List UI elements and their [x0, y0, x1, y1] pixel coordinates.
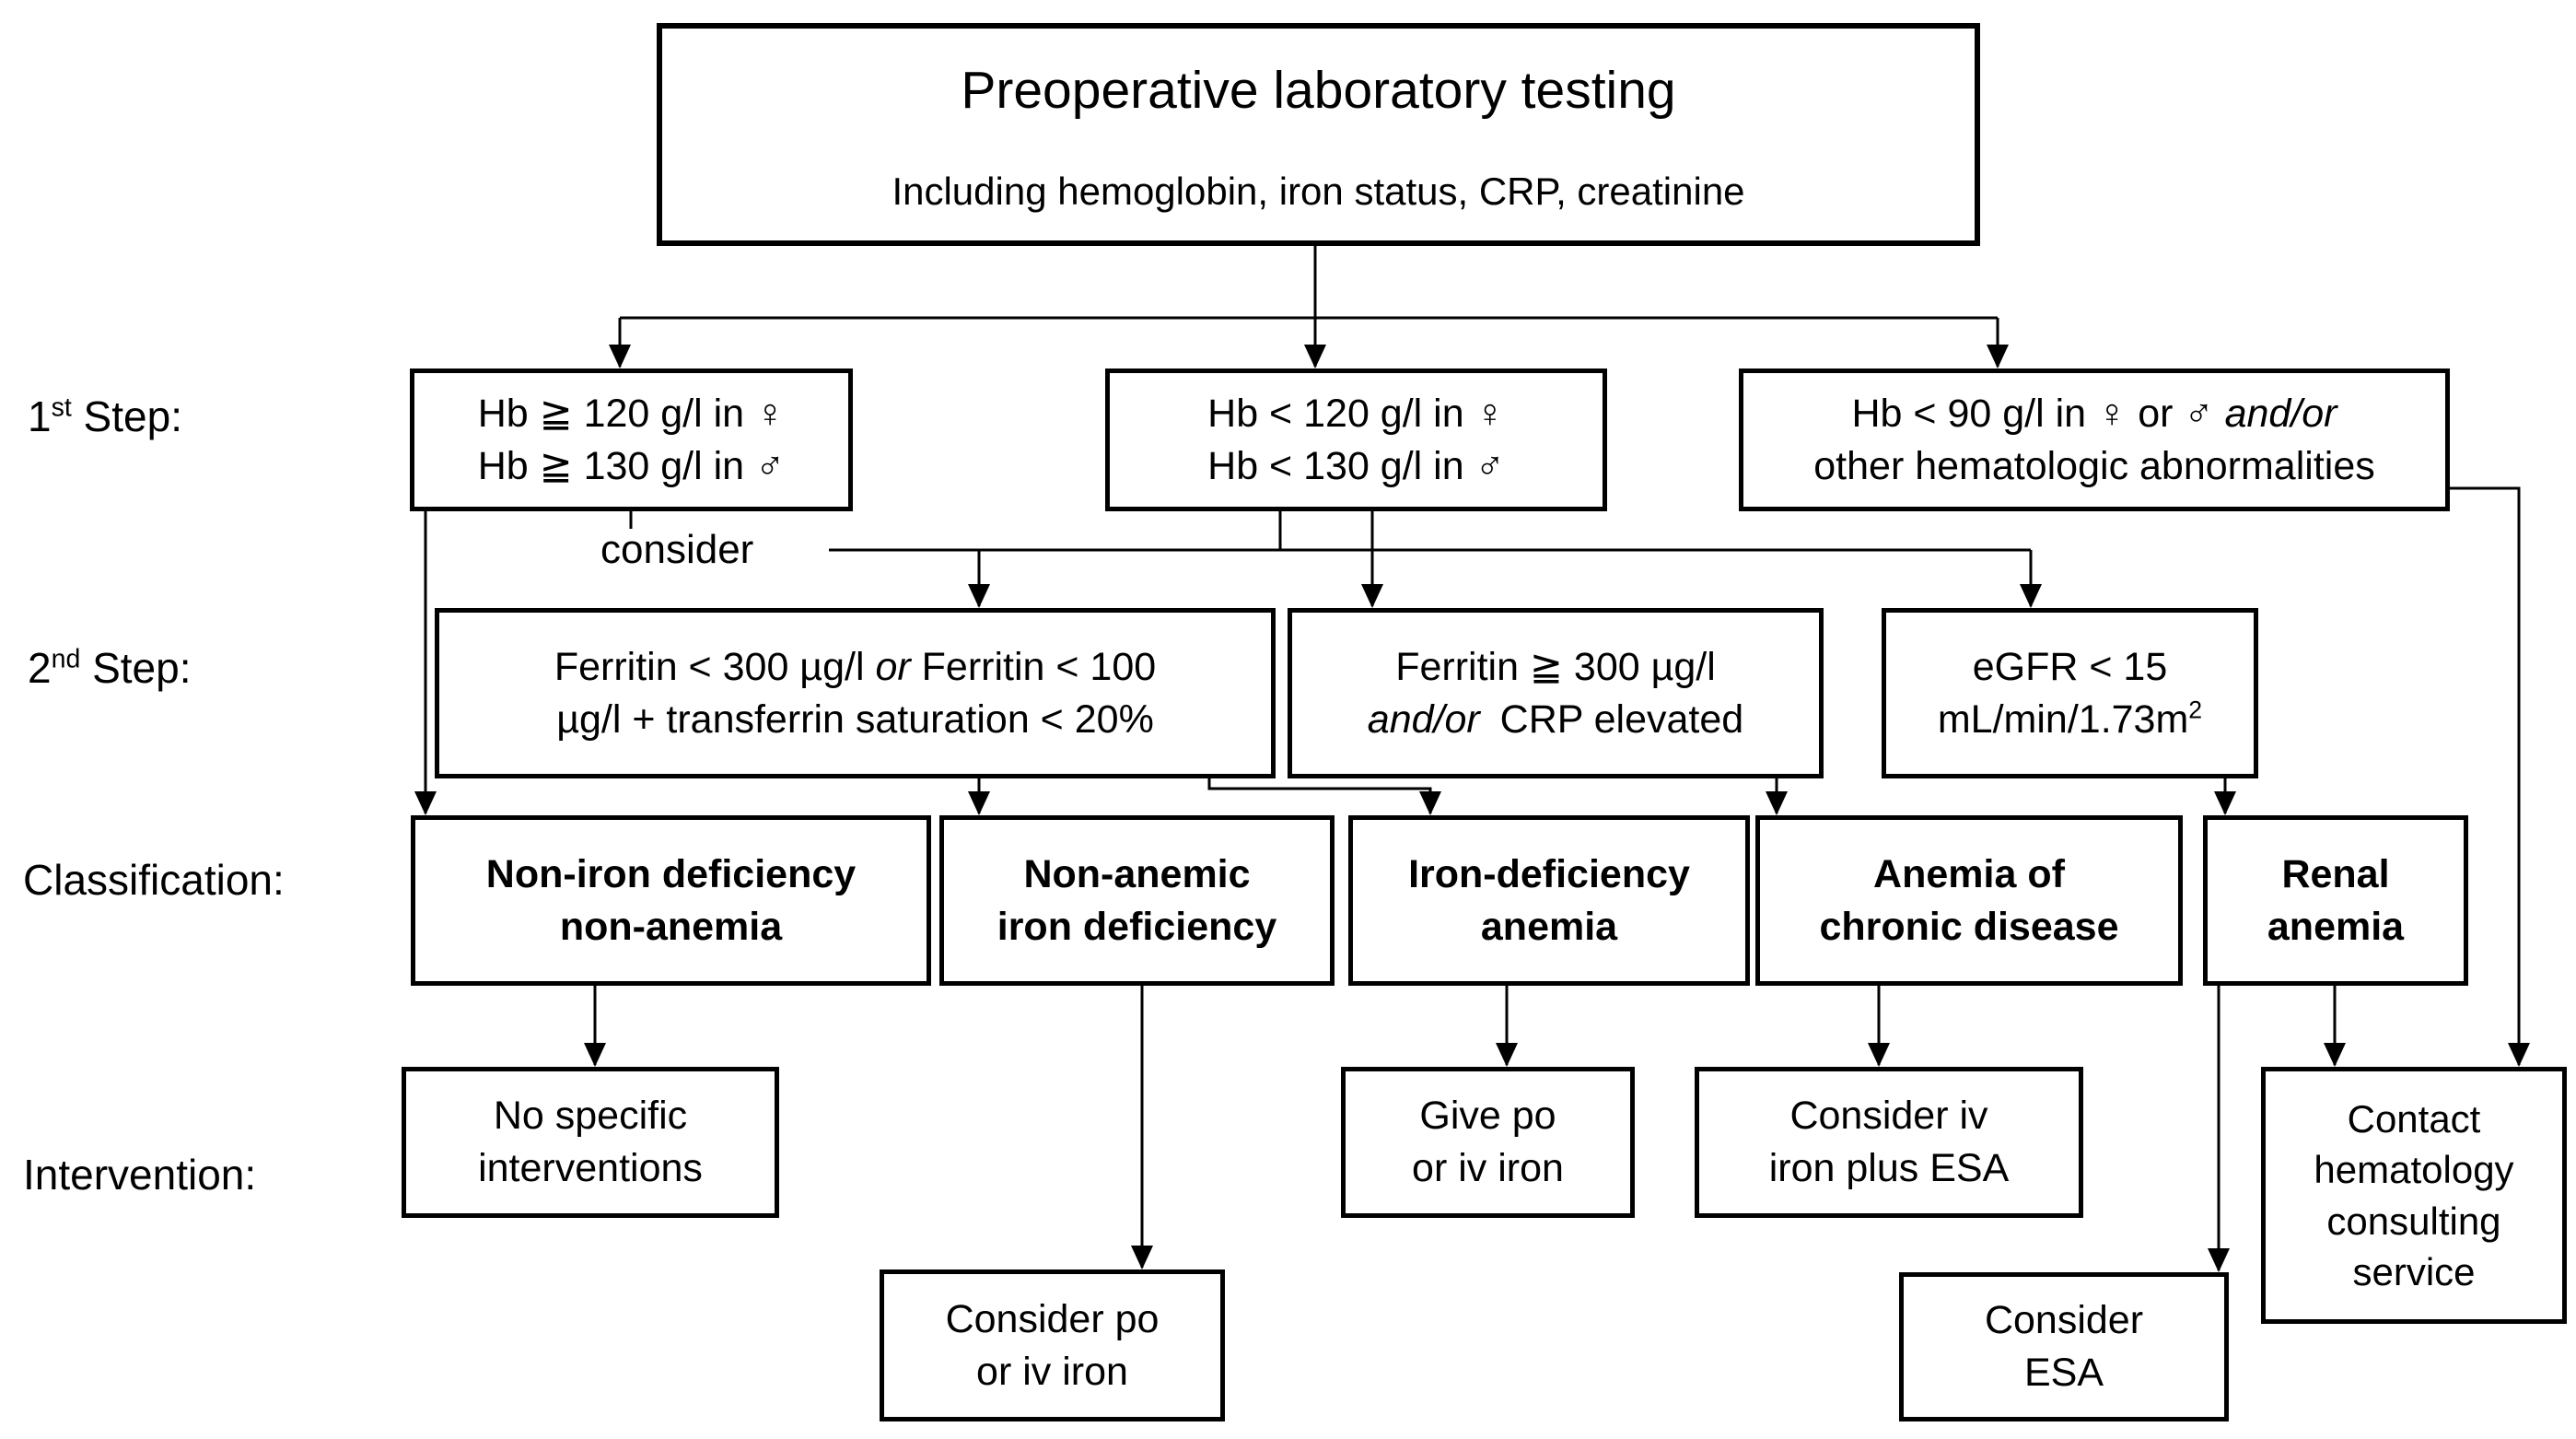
box-intervention-consider-esa: Consider ESA — [1899, 1272, 2229, 1421]
box-class-renal-anemia: Renal anemia — [2203, 815, 2468, 986]
box-ferritin-high: Ferritin ≧ 300 µg/l and/or CRP elevated — [1288, 608, 1824, 778]
box-ferritin-low: Ferritin < 300 µg/l or Ferritin < 100 µg… — [435, 608, 1276, 778]
subtitle: Including hemoglobin, iron status, CRP, … — [892, 169, 1745, 213]
row-label-step1: 1st Step: — [28, 392, 182, 440]
row-label-step2: 2nd Step: — [28, 644, 192, 692]
title: Preoperative laboratory testing — [961, 61, 1676, 120]
consider-label: consider — [600, 527, 754, 572]
box-intervention-contact-hematology: Contact hematology consulting service — [2261, 1067, 2567, 1324]
connector-hb-very-low-to-contact-hematology — [2450, 486, 2530, 1067]
box-egfr: eGFR < 15 mL/min/1.73m2 — [1882, 608, 2258, 778]
row-label-intervention: Intervention: — [23, 1151, 257, 1199]
box-intervention-iv-iron-plus-esa: Consider iv iron plus ESA — [1695, 1067, 2083, 1218]
box-hb-low: Hb < 120 g/l in ♀ Hb < 130 g/l in ♂ — [1105, 369, 1607, 511]
box-intervention-consider-po-iv-iron: Consider po or iv iron — [880, 1269, 1225, 1421]
box-class-anemia-chronic-disease: Anemia of chronic disease — [1755, 815, 2183, 986]
box-class-non-anemic-iron-deficiency: Non-anemic iron deficiency — [939, 815, 1335, 986]
box-intervention-give-po-iv-iron: Give po or iv iron — [1341, 1067, 1635, 1218]
box-intervention-no-specific: No specific interventions — [402, 1067, 779, 1218]
box-hb-normal: Hb ≧ 120 g/l in ♀ Hb ≧ 130 g/l in ♂ — [410, 369, 853, 511]
box-hb-very-low: Hb < 90 g/l in ♀ or ♂ and/or other hemat… — [1739, 369, 2450, 511]
box-class-iron-deficiency-anemia: Iron-deficiency anemia — [1348, 815, 1750, 986]
box-class-non-iron-deficiency-non-anemia: Non-iron deficiency non-anemia — [411, 815, 931, 986]
row-label-classification: Classification: — [23, 856, 285, 904]
box-preoperative-lab-testing: Preoperative laboratory testing Includin… — [657, 23, 1980, 246]
connector-ferritin-low-to-class3 — [1207, 778, 1441, 815]
